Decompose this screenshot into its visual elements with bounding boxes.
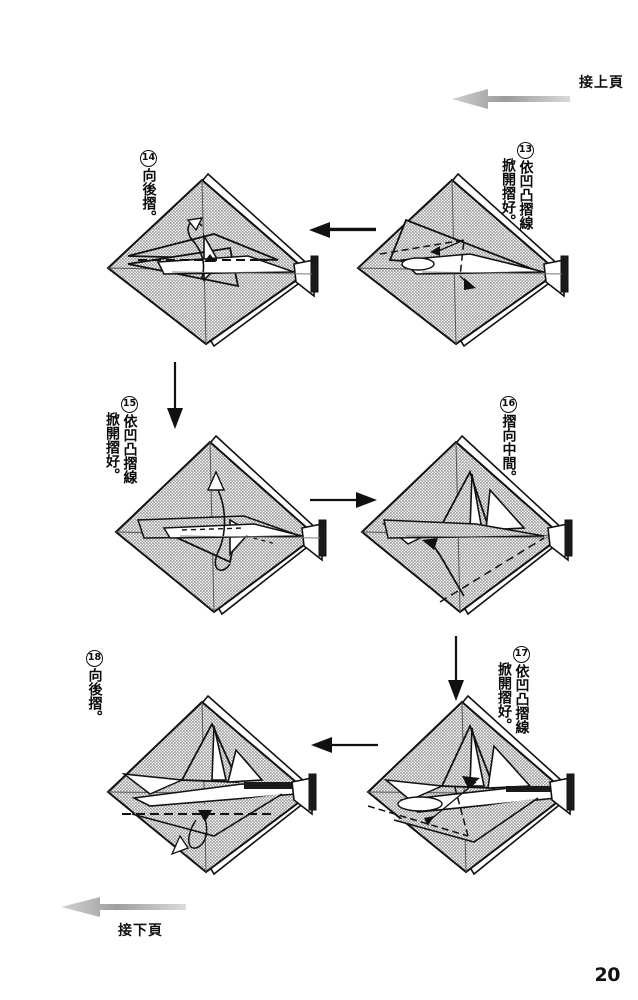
step-14-caption: 14 向後摺。: [140, 150, 157, 224]
step-18-number: 18: [86, 650, 103, 667]
step-15-diagram: [104, 428, 342, 618]
step-17-caption: 17 依凹凸摺線 掀開摺好。: [496, 646, 530, 734]
continued-from-previous-arrow-icon: [452, 89, 570, 109]
step-14-diagram: [98, 168, 336, 348]
step-16-diagram: [348, 428, 588, 618]
arrow-15-to-16: [310, 492, 377, 508]
continued-on-next-page-arrow-icon: [61, 897, 186, 917]
step-14-number: 14: [140, 150, 157, 167]
step-16-caption: 16 摺向中間。: [500, 396, 517, 484]
step-17-number: 17: [513, 646, 530, 663]
arrow-14-to-15: [167, 362, 183, 429]
step-18-caption-col-1: 向後摺。: [86, 668, 103, 724]
step-16-number: 16: [500, 396, 517, 413]
continued-on-next-label: 接下頁: [118, 923, 163, 939]
step-15-number: 15: [121, 396, 138, 413]
step-17-caption-col-1: 依凹凸摺線: [513, 664, 530, 734]
step-13-caption-col-2: 掀開摺好。: [500, 158, 516, 228]
step-14-caption-col-1: 向後摺。: [140, 168, 157, 224]
step-17-diagram: [358, 694, 596, 878]
step-18-diagram: [96, 694, 340, 878]
step-15-caption-col-2: 掀開摺好。: [104, 412, 120, 482]
step-13-caption: 13 依凹凸摺線 掀開摺好。: [500, 142, 534, 230]
step-16-caption-col-1: 摺向中間。: [500, 414, 517, 484]
continued-on-next-page: 接下頁: [118, 920, 163, 940]
step-18-caption: 18 向後摺。: [86, 650, 103, 724]
arrow-16-to-17: [448, 636, 464, 701]
step-15-caption: 15 依凹凸摺線 掀開摺好。: [104, 396, 138, 484]
step-13-number: 13: [517, 142, 534, 159]
arrow-13-to-14: [309, 222, 376, 238]
continued-from-previous-label: 接上頁: [579, 75, 624, 91]
step-15-caption-col-1: 依凹凸摺線: [121, 414, 138, 484]
step-17-caption-col-2: 掀開摺好。: [496, 662, 512, 732]
continued-from-previous-page: 接上頁: [579, 72, 624, 92]
step-13-diagram: [352, 168, 588, 348]
page-number: 20: [594, 964, 621, 986]
step-13-caption-col-1: 依凹凸摺線: [517, 160, 534, 230]
arrow-17-to-18: [311, 737, 378, 753]
